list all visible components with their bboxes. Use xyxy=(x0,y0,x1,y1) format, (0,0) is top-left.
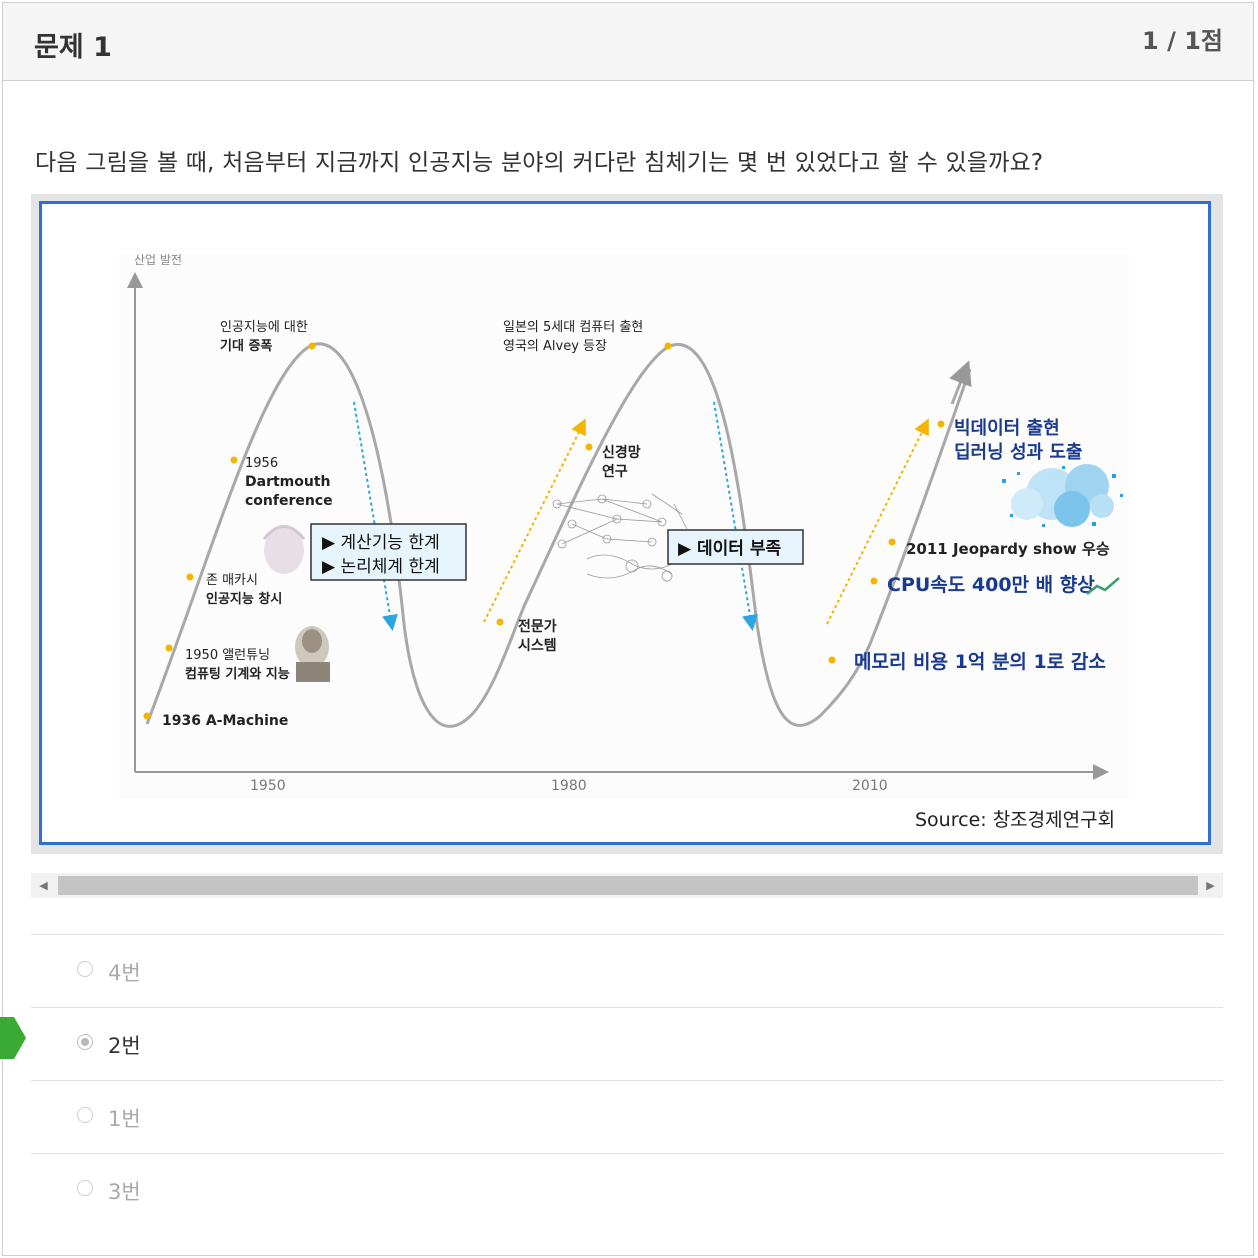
figure-source: Source: 창조경제연구회 xyxy=(915,809,1115,831)
option-1-radio[interactable] xyxy=(77,1107,93,1123)
label-neural-line1: 신경망 xyxy=(602,444,641,461)
x-tick-1950: 1950 xyxy=(250,778,286,794)
option-4-label[interactable]: 4번 xyxy=(108,961,141,985)
figure-container: 산업 발전 1950 1980 2010 xyxy=(31,194,1223,854)
label-neural-line2: 연구 xyxy=(602,464,628,480)
portrait-mccarthy xyxy=(262,525,306,574)
label-peak1-line2: 기대 증폭 xyxy=(220,339,272,354)
label-expert-line1: 전문가 xyxy=(518,618,557,635)
label-bigdata-line1: 빅데이터 출현 xyxy=(954,418,1060,439)
option-2-label[interactable]: 2번 xyxy=(108,1034,141,1058)
limit-line1: ▶ 계산기능 한계 xyxy=(322,533,440,553)
ai-history-figure: 산업 발전 1950 1980 2010 xyxy=(39,201,1211,845)
ai-history-diagram: 산업 발전 1950 1980 2010 xyxy=(119,253,1129,831)
neural-network-sketch xyxy=(552,493,688,582)
event-dots xyxy=(143,342,945,720)
label-expert-line2: 시스템 xyxy=(518,637,557,654)
label-mccarthy-line2: 인공지능 창시 xyxy=(206,591,282,607)
question-header: 문제 1 1 / 1점 xyxy=(3,3,1253,81)
label-mccarthy-line1: 존 매카시 xyxy=(206,573,258,588)
rise-arrow-2 xyxy=(826,418,929,625)
scroll-right-arrow-icon[interactable]: ▶ xyxy=(1206,879,1215,892)
scrollbar-thumb[interactable] xyxy=(58,876,1198,895)
question-text: 다음 그림을 볼 때, 처음부터 지금까지 인공지능 분야의 커다란 침체기는 … xyxy=(35,150,1044,176)
option-2-radio[interactable] xyxy=(77,1034,93,1050)
question-score: 1 / 1점 xyxy=(1142,27,1223,55)
option-1[interactable]: 1번 xyxy=(31,1080,1223,1153)
label-dartmouth-name: Dartmouth xyxy=(245,474,331,490)
x-tick-1980: 1980 xyxy=(551,778,587,794)
option-4[interactable]: 4번 xyxy=(31,934,1223,1007)
scroll-left-arrow-icon[interactable]: ◀ xyxy=(39,879,48,892)
limit-line2: ▶ 논리체계 한계 xyxy=(322,557,440,577)
option-3-label[interactable]: 3번 xyxy=(108,1180,141,1204)
x-tick-2010: 2010 xyxy=(852,778,888,794)
question-title: 문제 1 xyxy=(34,32,112,63)
decline-arrow-2 xyxy=(713,401,758,631)
label-peak2-line2: 영국의 Alvey 등장 xyxy=(503,339,607,354)
label-1936: 1936 A-Machine xyxy=(162,713,288,729)
limit-box xyxy=(310,523,467,581)
cpu-trend-icon xyxy=(1086,577,1120,595)
option-1-label[interactable]: 1번 xyxy=(108,1107,141,1131)
y-axis-label: 산업 발전 xyxy=(134,253,182,267)
option-3[interactable]: 3번 xyxy=(31,1153,1223,1226)
label-dartmouth-year: 1956 xyxy=(245,456,278,471)
decline-arrow-1 xyxy=(353,401,398,631)
data-shortage-label: ▶ 데이터 부족 xyxy=(678,539,781,559)
label-memory: 메모리 비용 1억 분의 1로 감소 xyxy=(854,651,1106,673)
option-3-radio[interactable] xyxy=(77,1180,93,1196)
option-4-radio[interactable] xyxy=(77,961,93,977)
label-cpu: CPU속도 400만 배 향상 xyxy=(887,574,1095,596)
label-peak2-line1: 일본의 5세대 컴퓨터 출현 xyxy=(503,320,643,335)
label-peak1-line1: 인공지능에 대한 xyxy=(220,320,308,335)
ai-trend-curve xyxy=(145,342,972,728)
portrait-turing xyxy=(295,626,330,682)
rise-arrow-1 xyxy=(483,418,586,623)
label-bigdata-line2: 딥러닝 성과 도출 xyxy=(954,442,1082,463)
curve-end-arrow xyxy=(949,360,972,405)
horizontal-scrollbar[interactable]: ◀ ▶ xyxy=(31,873,1223,898)
correct-answer-marker-icon xyxy=(0,1017,26,1059)
option-2[interactable]: 2번 xyxy=(31,1007,1223,1080)
bigdata-cloud-graphic xyxy=(1002,464,1123,527)
data-shortage-box xyxy=(667,529,804,565)
label-1950-line2: 컴퓨팅 기계와 지능 xyxy=(185,666,290,682)
answer-options: 4번 2번 1번 3번 xyxy=(31,934,1223,1226)
label-jeopardy: 2011 Jeopardy show 우승 xyxy=(906,540,1110,558)
label-1950-line1: 1950 앨런튜닝 xyxy=(185,648,270,663)
label-dartmouth-conference: conference xyxy=(245,493,333,509)
